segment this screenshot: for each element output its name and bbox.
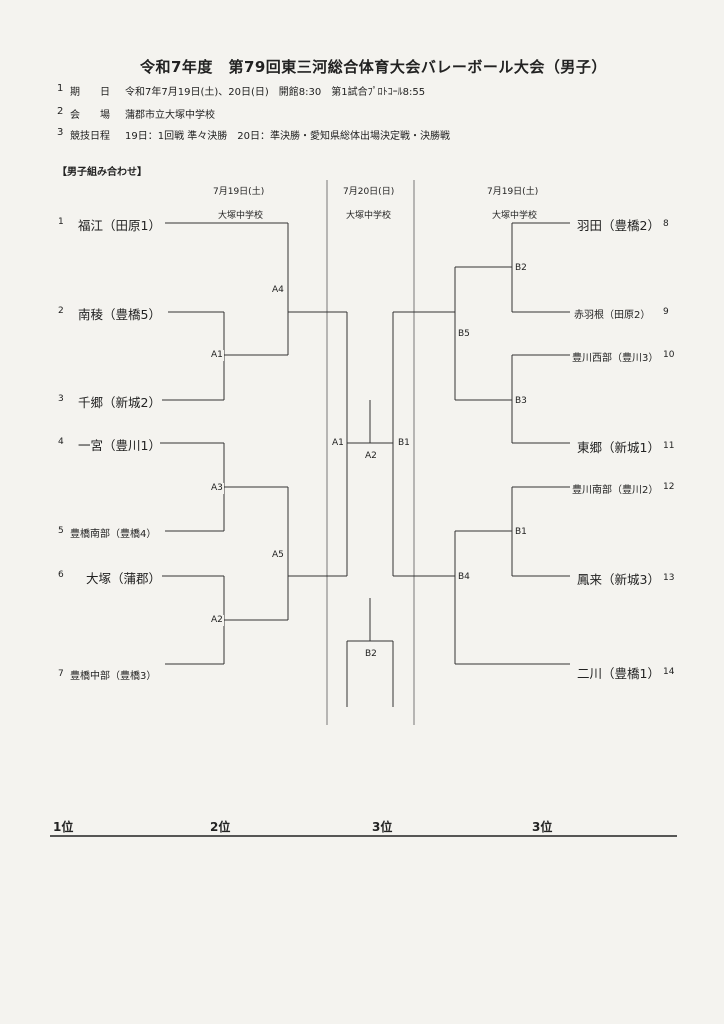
team-name-7: 豊橋中部（豊橋3）	[70, 671, 157, 682]
info-text-3: 19日：1回戦 準々決勝 20日：準決勝・愛知県総体出場決定戦・決勝戦	[125, 131, 450, 142]
match-label-center-a2: A2	[364, 451, 378, 462]
team-name-5: 豊橋南部（豊橋4）	[70, 529, 157, 540]
rank-third-a: 3位	[372, 820, 393, 834]
info-text-2: 蒲郡市立大塚中学校	[125, 110, 215, 121]
team-num-9: 9	[663, 307, 669, 317]
team-name-6: 大塚（蒲郡）	[86, 571, 162, 586]
match-label-center-b2: B2	[364, 649, 378, 660]
info-num-2: 2	[57, 106, 64, 117]
match-label-a4: A4	[271, 285, 285, 296]
team-name-3: 千郷（新城2）	[78, 395, 161, 410]
right-venue: 大塚中学校	[492, 211, 538, 221]
team-num-6: 6	[58, 570, 64, 580]
rank-first: 1位	[53, 820, 74, 834]
right-date: 7月19日(土)	[487, 187, 539, 197]
left-date: 7月19日(土)	[213, 187, 265, 197]
team-name-10: 豊川西部（豊川3）	[572, 353, 659, 364]
team-name-4: 一宮（豊川1）	[78, 438, 161, 453]
team-num-11: 11	[663, 441, 675, 451]
info-text-1: 令和7年7月19日(土)、20日(日) 開館8:30 第1試合ﾌﾟﾛﾄｺｰﾙ8:…	[125, 87, 426, 98]
match-label-b3: B3	[514, 396, 528, 407]
team-name-9: 赤羽根（田原2）	[574, 310, 651, 321]
rank-second: 2位	[210, 820, 231, 834]
team-num-2: 2	[58, 306, 64, 316]
info-num-1: 1	[57, 83, 64, 94]
match-label-a3: A3	[210, 483, 224, 494]
team-num-4: 4	[58, 437, 64, 447]
team-name-11: 東郷（新城1）	[577, 440, 660, 455]
team-num-5: 5	[58, 526, 64, 536]
match-label-a1: A1	[210, 350, 224, 361]
match-label-a5: A5	[271, 550, 285, 561]
team-num-3: 3	[58, 394, 64, 404]
team-name-14: 二川（豊橋1）	[577, 666, 660, 681]
match-label-b1: B1	[514, 527, 528, 538]
team-num-12: 12	[663, 482, 675, 492]
center-date: 7月20日(日)	[343, 187, 395, 197]
match-label-b2: B2	[514, 263, 528, 274]
match-label-center-a1: A1	[331, 438, 345, 449]
team-name-12: 豊川南部（豊川2）	[572, 485, 659, 496]
rank-third-b: 3位	[532, 820, 553, 834]
left-venue: 大塚中学校	[218, 211, 264, 221]
info-label-1: 期 日	[70, 87, 110, 98]
team-num-13: 13	[663, 573, 675, 583]
team-num-1: 1	[58, 217, 64, 227]
team-name-8: 羽田（豊橋2）	[577, 218, 660, 233]
info-label-2: 会 場	[70, 110, 110, 121]
match-label-b4: B4	[457, 572, 471, 583]
team-num-8: 8	[663, 219, 669, 229]
team-num-7: 7	[58, 669, 64, 679]
match-label-a2: A2	[210, 615, 224, 626]
team-name-2: 南稜（豊橋5）	[78, 307, 161, 322]
team-num-14: 14	[663, 667, 675, 677]
center-venue: 大塚中学校	[346, 211, 392, 221]
section-title: 【男子組み合わせ】	[57, 167, 147, 178]
match-label-b5: B5	[457, 329, 471, 340]
match-label-center-b1: B1	[397, 438, 411, 449]
team-name-13: 鳳来（新城3）	[577, 572, 660, 587]
info-num-3: 3	[57, 127, 64, 138]
info-label-3: 競技日程	[70, 131, 110, 142]
team-name-1: 福江（田原1）	[78, 218, 161, 233]
page-title: 令和7年度 第79回東三河総合体育大会バレーボール大会（男子）	[140, 58, 607, 76]
team-num-10: 10	[663, 350, 675, 360]
